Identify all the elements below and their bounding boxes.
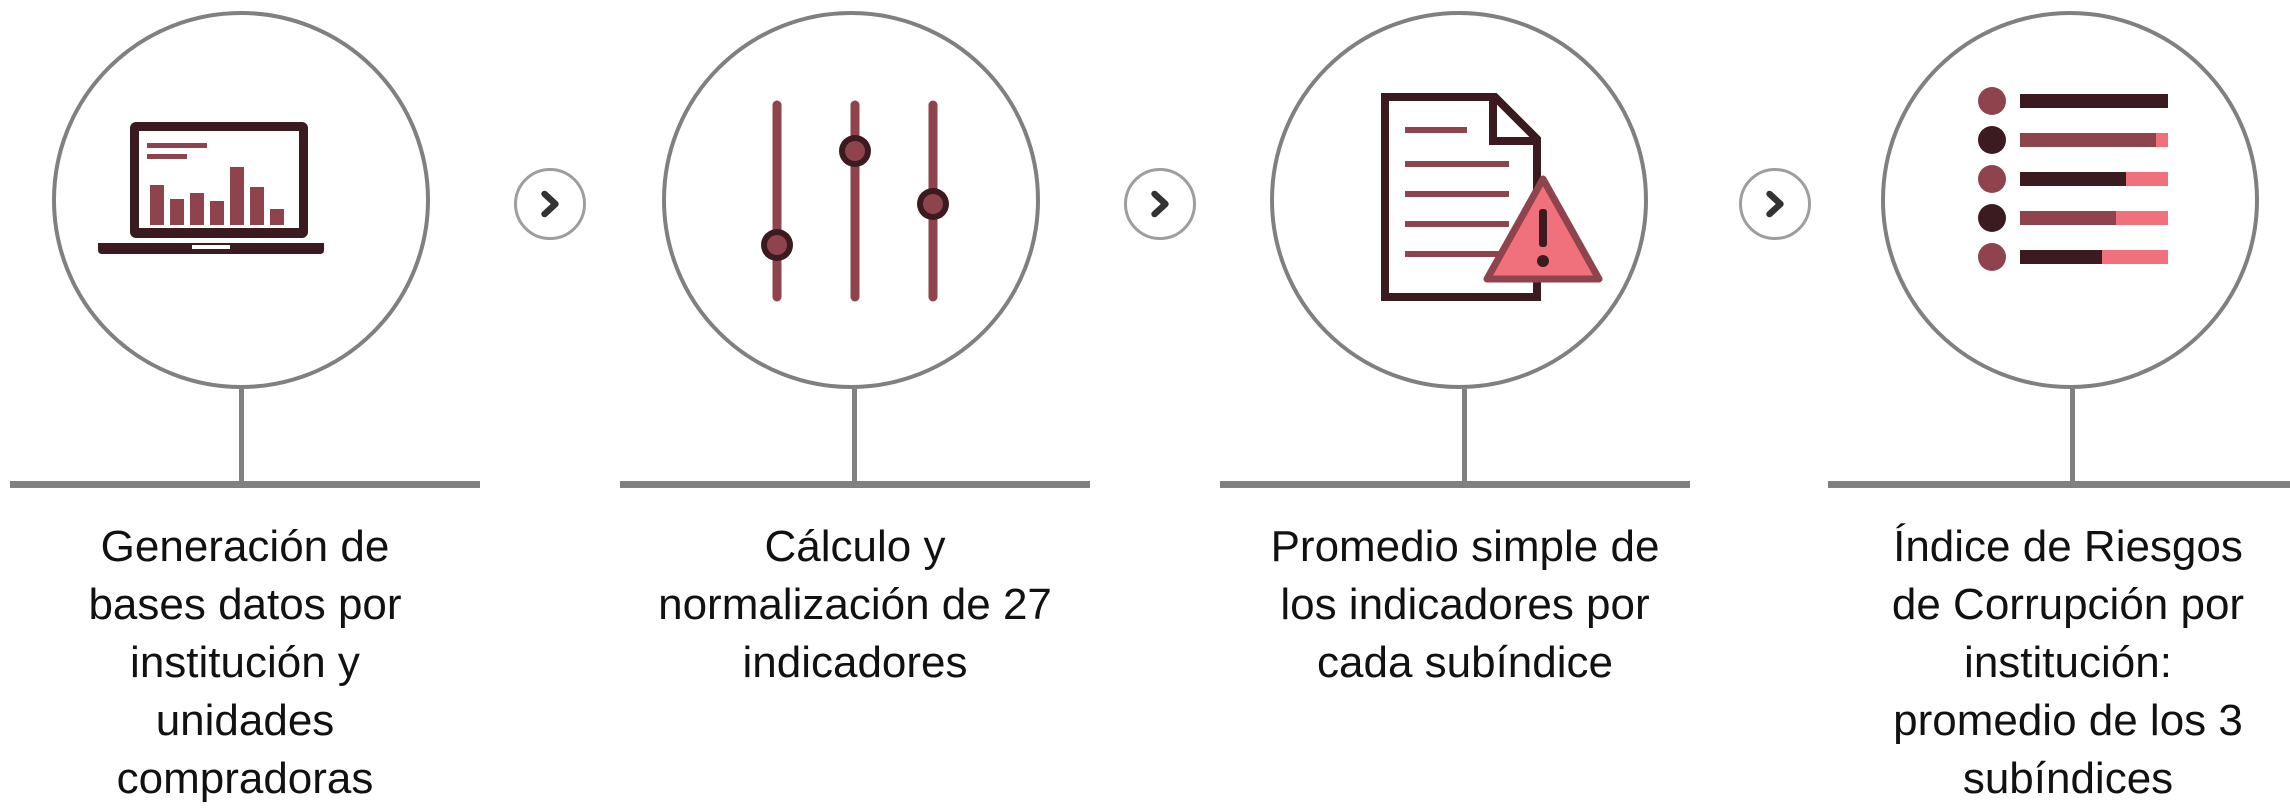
step-3-stem xyxy=(1462,389,1467,482)
step-2-label-line: normalización de 27 xyxy=(658,580,1052,629)
step-3-baseline xyxy=(1220,481,1690,488)
step-2-label-line: Cálculo y xyxy=(764,522,946,571)
step-2-label-line: indicadores xyxy=(742,638,968,687)
step-1-label-line: compradoras xyxy=(116,754,374,803)
step-1-label-line: Generación de xyxy=(100,522,390,571)
chevron-right-icon xyxy=(1151,190,1169,218)
step-4-label-line: promedio de los 3 xyxy=(1893,696,2243,745)
step-1-baseline xyxy=(10,481,480,488)
process-step-2: Cálculo y normalización de 27 indicadore… xyxy=(620,0,1090,800)
chevron-right-icon xyxy=(541,190,559,218)
step-2-circle xyxy=(662,11,1040,389)
step-3-label-line: Promedio simple de xyxy=(1270,522,1660,571)
process-step-1: Generación de bases datos por institució… xyxy=(10,0,480,803)
step-1-label-line: bases datos por xyxy=(88,580,402,629)
step-4-label-line: Índice de Riesgos xyxy=(1893,522,2243,571)
step-4-baseline xyxy=(1828,481,2290,488)
step-1-label-line: institución y xyxy=(130,638,360,687)
step-4-label-line: de Corrupción por xyxy=(1891,580,2245,629)
connector-arrow-2 xyxy=(1124,168,1196,240)
document-warning-icon xyxy=(1377,87,1603,313)
step-2-stem xyxy=(852,389,857,482)
step-1-stem xyxy=(239,389,244,482)
step-1-label: Generación de bases datos por institució… xyxy=(10,518,480,808)
step-4-label-line: subíndices xyxy=(1962,754,2174,803)
step-4-circle xyxy=(1881,11,2259,389)
step-4-stem xyxy=(2070,389,2075,482)
connector-arrow-3 xyxy=(1739,168,1811,240)
chevron-right-icon xyxy=(1766,190,1784,218)
step-1-label-line: unidades xyxy=(155,696,335,745)
step-4-label: Índice de Riesgos de Corrupción por inst… xyxy=(1848,518,2288,808)
process-step-4: Índice de Riesgos de Corrupción por inst… xyxy=(1828,0,2290,803)
step-3-label: Promedio simple de los indicadores por c… xyxy=(1220,518,1710,692)
step-3-label-line: cada subíndice xyxy=(1317,638,1613,687)
step-2-baseline xyxy=(620,481,1090,488)
step-2-label: Cálculo y normalización de 27 indicadore… xyxy=(620,518,1090,692)
step-3-label-line: los indicadores por xyxy=(1280,580,1650,629)
sliders-icon xyxy=(738,87,964,313)
process-step-3: Promedio simple de los indicadores por c… xyxy=(1220,0,1690,800)
connector-arrow-1 xyxy=(514,168,586,240)
laptop-bar-chart-icon xyxy=(98,87,324,313)
step-4-label-line: institución: xyxy=(1964,638,2172,687)
ranked-list-icon xyxy=(1978,87,2204,313)
